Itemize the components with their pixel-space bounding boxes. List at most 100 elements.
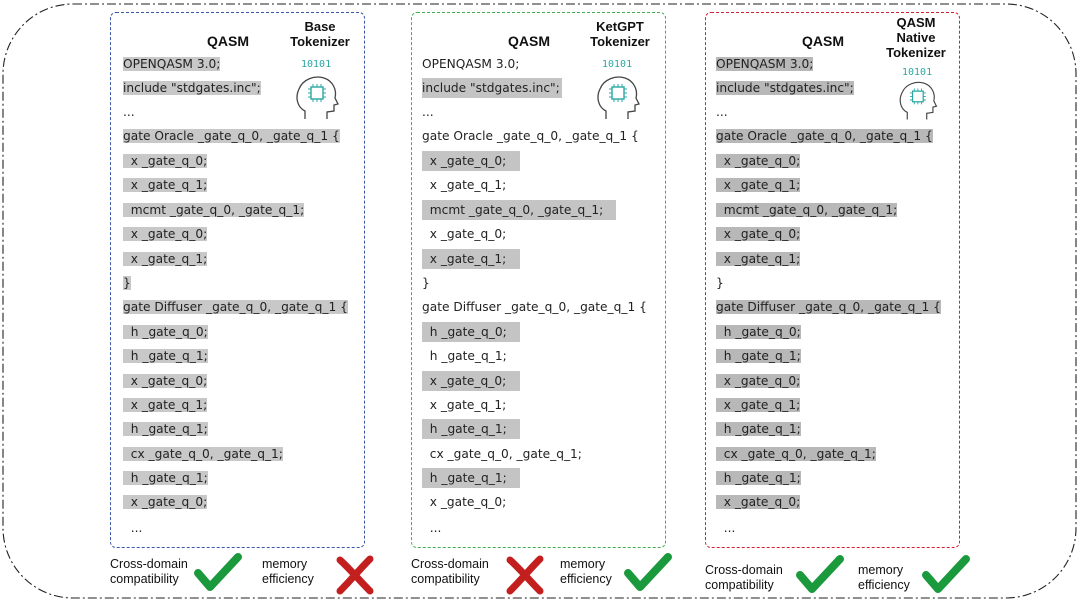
- code-text: gate Oracle _gate_q_0, _gate_q_1 {: [716, 129, 933, 143]
- code-line: x _gate_q_1;: [123, 175, 208, 195]
- footer-line: Cross-domain: [411, 557, 489, 571]
- code-line: x _gate_q_1;: [716, 175, 801, 195]
- qasm-label: QASM: [508, 33, 550, 49]
- code-line: x _gate_q_0;: [123, 224, 208, 244]
- code-block: OPENQASM 3.0; include "stdgates.inc"; ..…: [123, 54, 361, 544]
- title-line: Native: [896, 30, 936, 45]
- code-line: h _gate_q_1;: [422, 468, 520, 488]
- code-block: OPENQASM 3.0; include "stdgates.inc"; ..…: [716, 54, 954, 544]
- check-icon: [624, 553, 672, 591]
- code-line: x _gate_q_1;: [716, 395, 801, 415]
- code-line: x _gate_q_0;: [716, 151, 801, 171]
- code-line: ...: [123, 105, 135, 119]
- code-line: gate Diffuser _gate_q_0, _gate_q_1 {: [422, 300, 647, 314]
- code-line: mcmt _gate_q_0, _gate_q_1;: [123, 200, 305, 220]
- code-line: ...: [123, 521, 143, 535]
- code-text: h _gate_q_0;: [123, 325, 208, 339]
- cross-icon: [506, 555, 544, 595]
- code-line: h _gate_q_1;: [716, 346, 801, 366]
- footer-line: Cross-domain: [110, 557, 188, 571]
- footer-line: compatibility: [110, 572, 179, 586]
- footer-line: efficiency: [858, 578, 910, 592]
- check-icon: [922, 555, 970, 593]
- cross-domain-label: Cross-domain compatibility: [705, 563, 783, 593]
- code-text: cx _gate_q_0, _gate_q_1;: [123, 447, 283, 461]
- footer-line: memory: [858, 563, 904, 577]
- code-line: x _gate_q_1;: [123, 395, 208, 415]
- title-line: Base: [304, 19, 336, 34]
- code-text: x _gate_q_0;: [123, 227, 208, 241]
- code-line: x _gate_q_0;: [422, 371, 520, 391]
- code-line: ...: [422, 521, 442, 535]
- code-text: x _gate_q_1;: [716, 252, 801, 266]
- code-line: h _gate_q_1;: [716, 468, 801, 488]
- binary-digits: 10101: [902, 67, 933, 78]
- code-text: h _gate_q_1;: [123, 471, 208, 485]
- code-text: x _gate_q_1;: [716, 178, 801, 192]
- code-text: x _gate_q_1;: [716, 398, 801, 412]
- code-line: h _gate_q_1;: [123, 346, 208, 366]
- base-tokenizer-panel: QASM Base Tokenizer 10101 OPENQASM 3.0; …: [110, 12, 365, 548]
- code-text: x _gate_q_0;: [716, 374, 801, 388]
- footer-line: efficiency: [560, 572, 612, 586]
- code-text: mcmt _gate_q_0, _gate_q_1;: [716, 203, 898, 217]
- code-text: x _gate_q_0;: [716, 495, 801, 509]
- head-chip-icon: [296, 76, 339, 119]
- code-line: x _gate_q_0;: [422, 495, 507, 509]
- code-text: x _gate_q_1;: [123, 252, 208, 266]
- code-line: h _gate_q_0;: [422, 322, 520, 342]
- code-text: h _gate_q_1;: [716, 471, 801, 485]
- code-line: x _gate_q_0;: [123, 492, 208, 512]
- code-line: cx _gate_q_0, _gate_q_1;: [716, 444, 876, 464]
- code-line: x _gate_q_1;: [422, 178, 507, 192]
- code-line: x _gate_q_0;: [123, 371, 208, 391]
- code-block: OPENQASM 3.0; include "stdgates.inc"; ..…: [422, 54, 660, 544]
- code-line: gate Diffuser _gate_q_0, _gate_q_1 {: [123, 297, 348, 317]
- code-line: cx _gate_q_0, _gate_q_1;: [422, 447, 582, 461]
- code-text: x _gate_q_1;: [123, 178, 208, 192]
- code-text: h _gate_q_1;: [123, 349, 208, 363]
- code-line: x _gate_q_0;: [716, 492, 801, 512]
- code-line: gate Oracle _gate_q_0, _gate_q_1 {: [422, 129, 639, 143]
- code-line: x _gate_q_0;: [123, 151, 208, 171]
- check-icon: [796, 555, 844, 593]
- title-line: Tokenizer: [590, 34, 650, 49]
- code-line: ...: [716, 521, 736, 535]
- title-line: Tokenizer: [290, 34, 350, 49]
- title-line: KetGPT: [596, 19, 644, 34]
- memory-efficiency-label: memory efficiency: [262, 557, 314, 587]
- cross-domain-label: Cross-domain compatibility: [110, 557, 188, 587]
- ketgpt-tokenizer-panel: QASM KetGPT Tokenizer 10101 OPENQASM 3.0…: [411, 12, 666, 548]
- tokenizer-title: QASM Native Tokenizer: [876, 15, 956, 60]
- code-line: }: [123, 273, 131, 293]
- code-line: mcmt _gate_q_0, _gate_q_1;: [716, 200, 898, 220]
- code-text: mcmt _gate_q_0, _gate_q_1;: [123, 203, 305, 217]
- code-text: OPENQASM 3.0;: [123, 57, 221, 71]
- code-text: include "stdgates.inc";: [716, 81, 854, 95]
- code-line: include "stdgates.inc";: [422, 78, 562, 98]
- code-text: h _gate_q_0;: [716, 325, 801, 339]
- memory-efficiency-label: memory efficiency: [858, 563, 910, 593]
- footer-line: efficiency: [262, 572, 314, 586]
- code-text: x _gate_q_1;: [123, 398, 208, 412]
- code-line: h _gate_q_1;: [716, 419, 801, 439]
- code-text: include "stdgates.inc";: [123, 81, 261, 95]
- head-chip-icon: [597, 76, 640, 119]
- code-line: x _gate_q_0;: [716, 371, 801, 391]
- code-text: h _gate_q_1;: [716, 349, 801, 363]
- binary-digits: 10101: [602, 59, 633, 70]
- cross-domain-label: Cross-domain compatibility: [411, 557, 489, 587]
- code-line: gate Diffuser _gate_q_0, _gate_q_1 {: [716, 297, 941, 317]
- code-line: x _gate_q_1;: [422, 249, 520, 269]
- title-line: QASM: [896, 15, 936, 30]
- footer-line: memory: [262, 557, 308, 571]
- title-line: Tokenizer: [886, 45, 946, 60]
- memory-efficiency-label: memory efficiency: [560, 557, 612, 587]
- code-line: ...: [716, 105, 728, 119]
- tokenizer-title: Base Tokenizer: [283, 19, 357, 49]
- code-line: h _gate_q_1;: [123, 468, 208, 488]
- code-line: h _gate_q_0;: [716, 322, 801, 342]
- code-line: gate Oracle _gate_q_0, _gate_q_1 {: [123, 126, 340, 146]
- code-line: x _gate_q_1;: [422, 398, 507, 412]
